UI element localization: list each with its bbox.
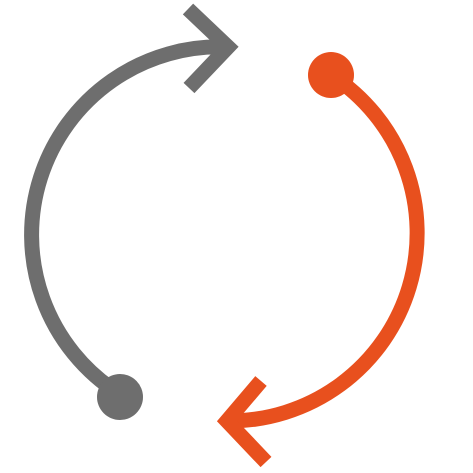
gray-arrow-dot (97, 374, 143, 420)
orange-arrow (216, 52, 425, 468)
gray-arrow-arc (24, 39, 229, 400)
orange-arrowhead (216, 376, 272, 468)
gray-arrow (24, 3, 239, 420)
orange-arrow-dot (308, 52, 354, 98)
gray-arrowhead (182, 3, 239, 94)
orange-arrow-arc (226, 68, 425, 429)
